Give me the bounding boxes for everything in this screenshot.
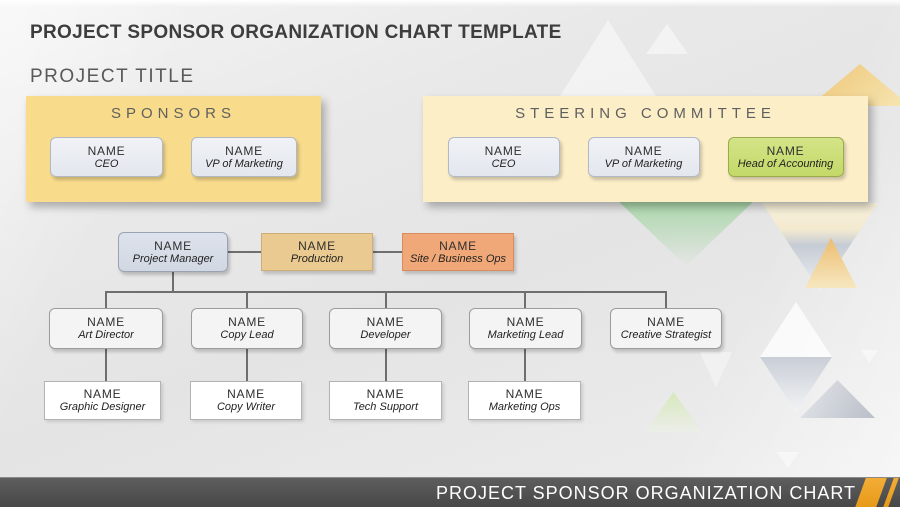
person-name: NAME <box>366 315 405 329</box>
person-role: Production <box>290 252 344 265</box>
person-name: NAME <box>154 238 192 253</box>
deco-triangle <box>617 200 755 266</box>
org-box-copy-writer[interactable]: NAME Copy Writer <box>190 381 302 420</box>
steering-committee-panel: STEERING COMMITTEE NAME CEO NAME VP of M… <box>423 96 868 202</box>
person-role: CEO <box>94 157 119 170</box>
deco-triangle <box>777 452 799 468</box>
steering-cards: NAME CEO NAME VP of Marketing NAME Head … <box>423 137 868 177</box>
person-name: NAME <box>484 143 523 158</box>
connector-line <box>373 251 402 253</box>
footer-title: PROJECT SPONSOR ORGANIZATION CHART <box>435 483 856 503</box>
steering-box-head-accounting[interactable]: NAME Head of Accounting <box>727 137 844 177</box>
project-title: PROJECT TITLE <box>30 66 195 87</box>
org-box-site-business-ops[interactable]: NAME Site / Business Ops <box>402 233 514 271</box>
deco-triangle <box>560 20 656 96</box>
org-box-creative-strategist[interactable]: NAME Creative Strategist <box>610 308 722 349</box>
connector-line <box>385 291 387 308</box>
deco-triangle <box>645 392 702 432</box>
connector-line <box>246 349 248 381</box>
person-name: NAME <box>505 387 544 401</box>
connector-line <box>385 349 387 381</box>
person-name: NAME <box>366 387 405 401</box>
person-role: CEO <box>491 157 516 170</box>
person-role: Marketing Lead <box>487 329 564 341</box>
sponsors-panel: SPONSORS NAME CEO NAME VP of Marketing <box>26 96 321 202</box>
deco-triangle <box>861 350 878 363</box>
connector-line <box>524 291 526 308</box>
person-name: NAME <box>298 238 336 253</box>
person-role: Art Director <box>78 329 134 341</box>
org-box-tech-support[interactable]: NAME Tech Support <box>329 381 442 420</box>
person-name: NAME <box>87 143 126 158</box>
person-name: NAME <box>439 238 477 253</box>
person-name: NAME <box>227 387 265 401</box>
person-name: NAME <box>225 143 263 158</box>
person-role: Tech Support <box>352 401 419 413</box>
org-box-production[interactable]: NAME Production <box>261 233 373 271</box>
person-name: NAME <box>228 315 266 329</box>
org-box-marketing-ops[interactable]: NAME Marketing Ops <box>468 381 581 420</box>
person-role: Graphic Designer <box>59 401 146 413</box>
person-role: VP of Marketing <box>205 157 283 170</box>
deco-triangle <box>760 302 832 357</box>
person-name: NAME <box>506 315 545 329</box>
person-name: NAME <box>647 315 685 329</box>
connector-line <box>105 349 107 381</box>
org-box-project-manager[interactable]: NAME Project Manager <box>118 232 228 272</box>
page-title: PROJECT SPONSOR ORGANIZATION CHART TEMPL… <box>30 22 562 43</box>
connector-line <box>172 272 174 292</box>
org-box-graphic-designer[interactable]: NAME Graphic Designer <box>44 381 161 420</box>
person-role: Copy Lead <box>220 329 274 341</box>
person-role: Head of Accounting <box>737 157 834 170</box>
person-role: Marketing Ops <box>488 401 561 413</box>
org-box-copy-lead[interactable]: NAME Copy Lead <box>191 308 303 349</box>
org-box-developer[interactable]: NAME Developer <box>329 308 442 349</box>
steering-box-ceo[interactable]: NAME CEO <box>447 137 560 177</box>
sponsor-box-vp-marketing[interactable]: NAME VP of Marketing <box>191 137 297 177</box>
deco-triangle <box>700 352 732 388</box>
connector-line <box>246 291 248 308</box>
org-box-marketing-lead[interactable]: NAME Marketing Lead <box>469 308 582 349</box>
steering-box-vp-marketing[interactable]: NAME VP of Marketing <box>587 137 700 177</box>
footer-bar: PROJECT SPONSOR ORGANIZATION CHART <box>0 477 900 507</box>
sponsor-box-ceo[interactable]: NAME CEO <box>50 137 163 177</box>
deco-triangle <box>646 24 688 54</box>
person-role: Copy Writer <box>216 401 276 413</box>
person-name: NAME <box>87 315 125 329</box>
sponsors-cards: NAME CEO NAME VP of Marketing <box>26 137 321 177</box>
footer-accent-stripe <box>851 478 890 507</box>
connector-line <box>524 349 526 381</box>
connector-line <box>665 291 667 308</box>
steering-panel-title: STEERING COMMITTEE <box>515 105 776 122</box>
person-name: NAME <box>624 143 663 158</box>
person-role: VP of Marketing <box>604 157 683 170</box>
connector-line <box>228 251 261 253</box>
person-role: Project Manager <box>132 252 214 265</box>
org-box-art-director[interactable]: NAME Art Director <box>49 308 163 349</box>
person-role: Site / Business Ops <box>410 252 506 265</box>
person-role: Developer <box>360 329 411 341</box>
person-name: NAME <box>766 143 805 158</box>
sponsors-panel-title: SPONSORS <box>110 105 237 122</box>
person-role: Creative Strategist <box>620 329 712 341</box>
person-name: NAME <box>83 387 122 401</box>
connector-line <box>105 291 107 308</box>
